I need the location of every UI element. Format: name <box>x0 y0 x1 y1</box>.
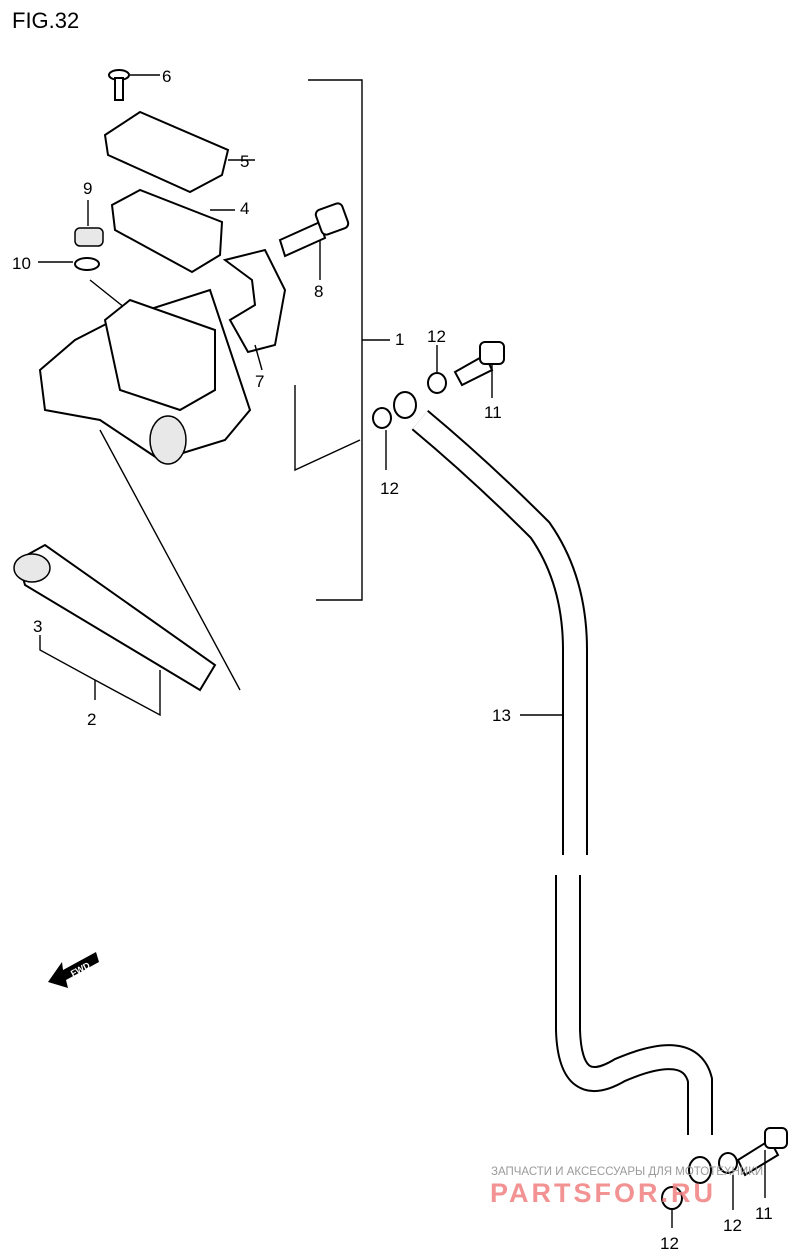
bolt-part-8 <box>278 202 350 280</box>
screw-part-6 <box>108 69 160 101</box>
washer-part-10 <box>38 257 141 321</box>
callout-9: 9 <box>83 179 92 198</box>
callout-3: 3 <box>33 617 42 636</box>
diaphragm-part-4 <box>110 188 235 274</box>
master-cylinder-body <box>38 288 361 691</box>
watermark-brand: PARTSFOR.RU <box>490 1178 716 1208</box>
forward-direction-arrow-icon: FWD <box>48 952 99 988</box>
callout-1: 1 <box>395 330 404 349</box>
callout-12-lower-left: 12 <box>660 1234 679 1253</box>
callout-2: 2 <box>87 710 96 729</box>
callout-4: 4 <box>240 199 249 218</box>
clamp-part-7 <box>222 248 287 371</box>
washer-part-12-upper <box>427 345 447 394</box>
watermark-tagline: ЗАПЧАСТИ И АКСЕССУАРЫ ДЛЯ МОТОТЕХНИКИ <box>491 1166 763 1178</box>
callout-12-upper: 12 <box>427 327 446 346</box>
washer-part-12-mid <box>372 407 392 470</box>
washer-part-12-lower-left <box>661 1186 683 1228</box>
callout-10: 10 <box>12 254 31 273</box>
washer-part-12-lower-right <box>718 1152 738 1210</box>
callout-6: 6 <box>162 67 171 86</box>
callout-11-lower: 11 <box>755 1204 773 1223</box>
callout-12-mid: 12 <box>380 479 399 498</box>
piston-kit-part-2 <box>13 543 217 717</box>
callout-7: 7 <box>255 372 264 391</box>
callout-13: 13 <box>492 706 511 725</box>
callout-5: 5 <box>240 152 249 171</box>
brake-hose-part-13 <box>393 391 713 1184</box>
figure-title: FIG.32 <box>12 8 79 33</box>
union-bolt-part-11-upper <box>453 341 505 398</box>
callout-8: 8 <box>314 282 323 301</box>
reservoir-cap-part-5 <box>103 110 255 194</box>
grommet-part-9 <box>74 200 104 247</box>
assembly-bracket <box>308 79 390 601</box>
callout-11-upper: 11 <box>484 403 502 422</box>
union-bolt-part-11-lower <box>736 1127 788 1198</box>
callout-12-lower-right: 12 <box>723 1216 742 1235</box>
